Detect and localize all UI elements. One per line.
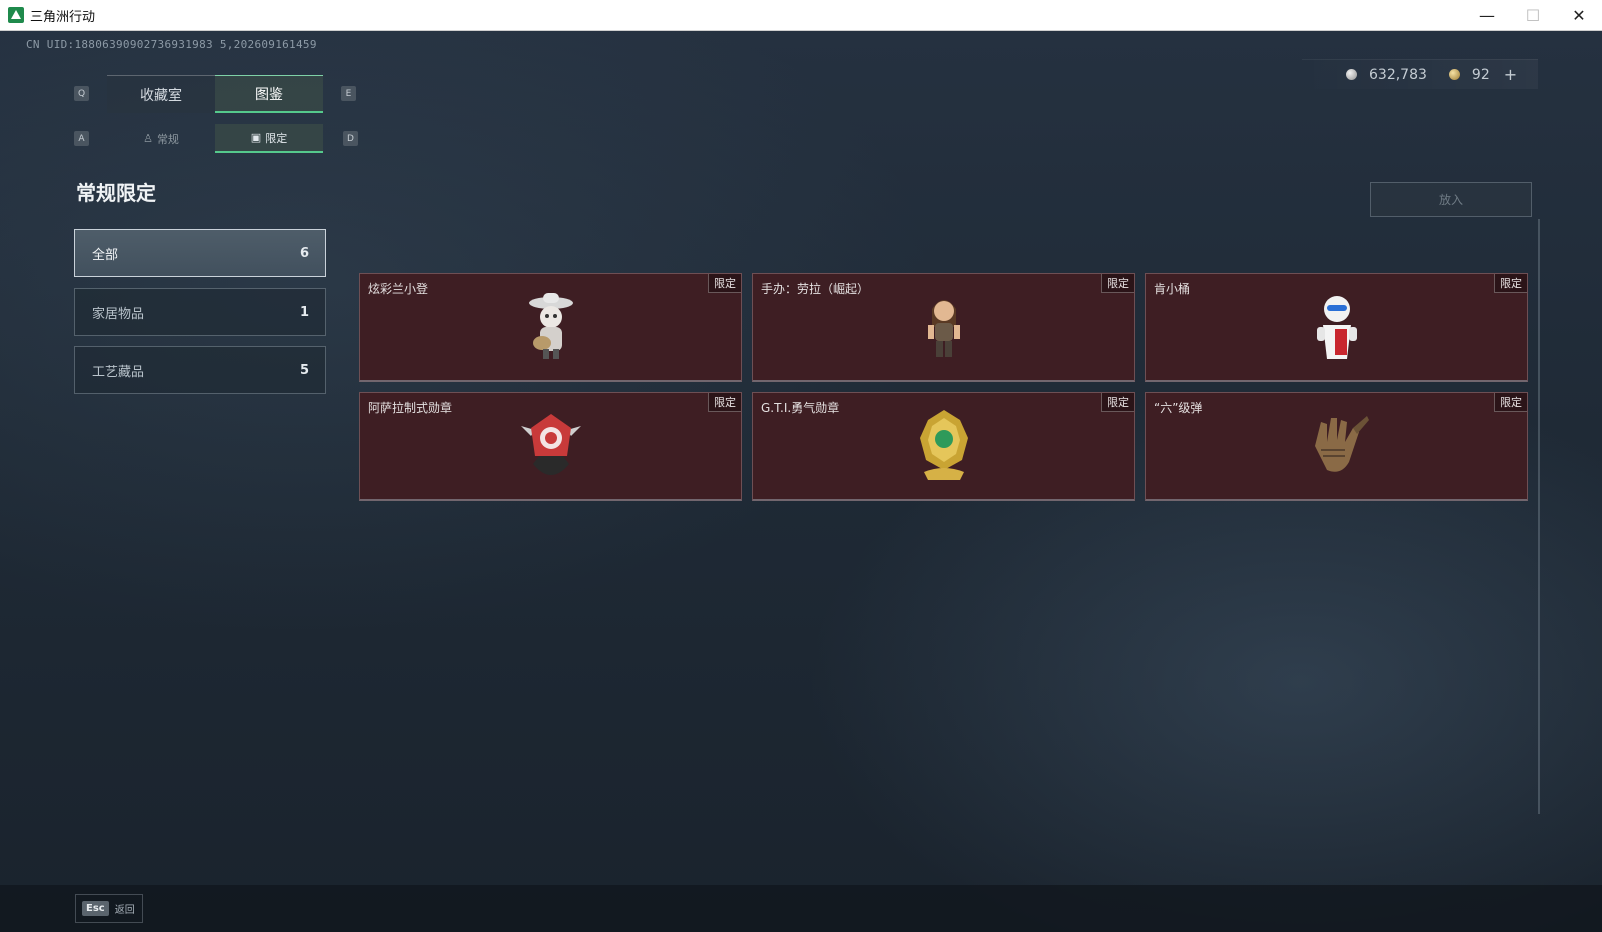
item-name: G.T.I.勇气勋章 xyxy=(761,401,840,415)
limited-badge: 限定 xyxy=(1494,274,1527,293)
limited-badge: 限定 xyxy=(1101,274,1134,293)
bottom-bar: Esc 返回 xyxy=(0,885,1602,932)
item-card[interactable]: “六”级弹 限定 xyxy=(1145,392,1528,501)
limited-badge: 限定 xyxy=(1494,393,1527,412)
bucket-figure-icon xyxy=(1316,296,1357,359)
key-hint-d: D xyxy=(343,131,358,146)
red-medal-icon xyxy=(520,414,581,475)
item-name: 炫彩兰小登 xyxy=(368,282,429,296)
category-label: 工艺藏品 xyxy=(92,364,145,380)
scrollbar[interactable] xyxy=(1538,219,1540,814)
app-logo-icon xyxy=(8,7,24,23)
key-hint-q: Q xyxy=(74,86,89,101)
category-count: 6 xyxy=(299,245,309,261)
item-name: 肯小桶 xyxy=(1154,282,1191,296)
tab-regular-label: 常规 xyxy=(156,132,179,146)
key-hint-e: E xyxy=(341,86,356,101)
tab-limited-label: 限定 xyxy=(265,131,288,145)
tab-regular[interactable]: ♙ 常规 xyxy=(107,124,215,153)
key-hint-a: A xyxy=(74,131,89,146)
maximize-button[interactable]: ☐ xyxy=(1525,6,1541,25)
game-screen: CN UID:18806390902736931983 5,2026091614… xyxy=(0,31,1602,932)
window-title: 三角洲行动 xyxy=(30,9,96,25)
item-name: 手办：劳拉（崛起） xyxy=(761,282,870,296)
tab-codex[interactable]: 图鉴 xyxy=(215,75,323,113)
gold-medal-icon xyxy=(919,410,968,480)
glove-icon xyxy=(1314,416,1369,472)
category-count: 1 xyxy=(299,304,309,320)
page-title: 常规限定 xyxy=(76,181,156,205)
item-name: 阿萨拉制式勋章 xyxy=(368,401,453,415)
category-label: 全部 xyxy=(92,247,119,263)
gold-balance: 92 xyxy=(1471,66,1490,83)
silver-coin-icon xyxy=(1346,69,1357,80)
currency-bar: 632,783 92 + xyxy=(1302,59,1538,89)
item-name: “六”级弹 xyxy=(1154,401,1203,415)
figure-icon: ♙ xyxy=(143,132,153,145)
item-card[interactable]: 阿萨拉制式勋章 限定 xyxy=(359,392,742,501)
category-count: 5 xyxy=(299,362,309,378)
category-crafts[interactable]: 工艺藏品 5 xyxy=(74,346,326,394)
minimize-button[interactable]: — xyxy=(1479,6,1495,25)
item-card[interactable]: 手办：劳拉（崛起） 限定 xyxy=(752,273,1135,382)
tab-collection-room[interactable]: 收藏室 xyxy=(107,75,215,113)
esc-key-hint: Esc xyxy=(82,901,109,916)
item-card[interactable]: 炫彩兰小登 限定 xyxy=(359,273,742,382)
item-card[interactable]: 肯小桶 限定 xyxy=(1145,273,1528,382)
limited-badge: 限定 xyxy=(1101,393,1134,412)
image-icon: ▣ xyxy=(250,131,262,144)
put-in-button[interactable]: 放入 xyxy=(1370,182,1532,217)
back-button[interactable]: Esc 返回 xyxy=(75,894,143,923)
tab-limited[interactable]: ▣ 限定 xyxy=(215,124,323,153)
window-titlebar: 三角洲行动 — ☐ ✕ xyxy=(0,0,1602,31)
item-card[interactable]: G.T.I.勇气勋章 限定 xyxy=(752,392,1135,501)
sombrero-figure-icon xyxy=(528,293,573,359)
limited-badge: 限定 xyxy=(708,393,741,412)
silver-balance: 632,783 xyxy=(1369,66,1427,83)
limited-badge: 限定 xyxy=(708,274,741,293)
close-button[interactable]: ✕ xyxy=(1572,6,1586,25)
category-home-items[interactable]: 家居物品 1 xyxy=(74,288,326,336)
lara-figure-icon xyxy=(927,300,960,357)
uid-label: CN UID:18806390902736931983 5,2026091614… xyxy=(26,38,317,51)
back-label: 返回 xyxy=(114,905,135,916)
add-currency-button[interactable]: + xyxy=(1503,65,1518,84)
category-all[interactable]: 全部 6 xyxy=(74,229,326,277)
window-controls: — ☐ ✕ xyxy=(1464,0,1602,31)
category-label: 家居物品 xyxy=(92,306,145,322)
gold-coin-icon xyxy=(1448,69,1460,80)
